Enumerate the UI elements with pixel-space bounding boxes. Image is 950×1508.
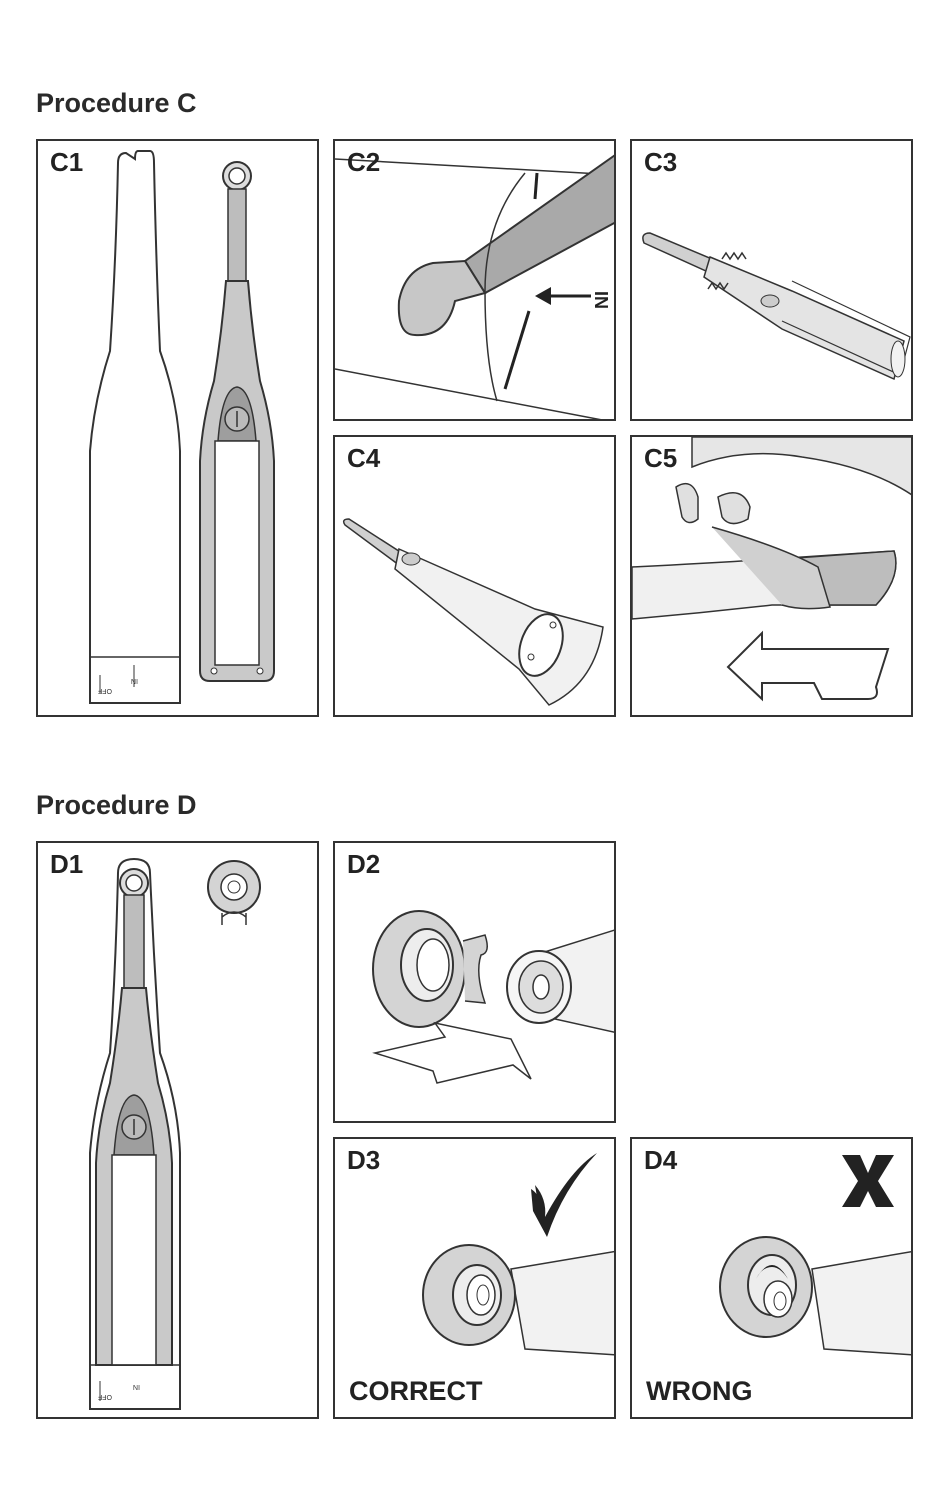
sheath-alignment-illustration: IN — [335, 141, 616, 421]
shield-attachment-illustration — [335, 843, 616, 1123]
sheathed-light-tip — [507, 929, 616, 1033]
alignment-mark-bottom — [505, 311, 529, 389]
panel-label: D1 — [50, 849, 83, 880]
procedure-c-heading: Procedure C — [36, 88, 197, 119]
light-guide — [465, 153, 616, 293]
panel-c5: C5 — [630, 435, 913, 717]
panel-label: C3 — [644, 147, 677, 178]
panel-label: C1 — [50, 147, 83, 178]
hand — [692, 437, 913, 497]
alignment-mark-top — [535, 173, 537, 199]
in-label: IN — [591, 291, 611, 309]
light-guide-core — [477, 1285, 489, 1305]
sheathed-handpiece — [511, 1251, 616, 1355]
panel-d4: D4 WRONG — [630, 1137, 913, 1419]
panel-label: C2 — [347, 147, 380, 178]
sheath-removal-illustration — [632, 437, 913, 717]
panel-d3: D3 CORRECT — [333, 1137, 616, 1419]
panel-c4: C4 — [333, 435, 616, 717]
sheathed-handpiece-with-shield-illustration: OFF IN — [38, 843, 319, 1419]
procedure-d-heading: Procedure D — [36, 790, 197, 821]
sheath-outline — [90, 151, 180, 703]
push-direction-arrow — [375, 1023, 531, 1083]
sheath-serration-top — [722, 253, 746, 259]
light-guide-tip — [344, 519, 405, 565]
vent-right — [550, 622, 556, 628]
sheath-covered-handpiece-illustration — [335, 437, 616, 717]
handpiece-body — [704, 257, 904, 379]
in-mark: IN — [133, 1383, 140, 1390]
checkmark-icon — [531, 1153, 597, 1237]
light-tip — [399, 261, 485, 335]
thumb — [676, 484, 698, 523]
panel-d2: D2 — [333, 841, 616, 1123]
sheath-insertion-illustration — [632, 141, 913, 421]
pull-direction-arrow — [728, 633, 888, 699]
vent-left — [528, 654, 534, 660]
light-guide-tip — [643, 233, 712, 271]
light-shield — [373, 911, 487, 1027]
panel-label: D4 — [644, 1145, 677, 1176]
panel-label: C5 — [644, 443, 677, 474]
power-button — [402, 553, 420, 565]
sheathed-body — [395, 549, 603, 705]
panel-c3: C3 — [630, 139, 913, 421]
insert-arrow-head — [535, 287, 551, 305]
wrong-label: WRONG — [646, 1376, 752, 1407]
correct-label: CORRECT — [349, 1376, 483, 1407]
light-shield — [208, 861, 260, 925]
panel-c1: C1 OFF IN — [36, 139, 319, 717]
panel-c2: C2 IN — [333, 139, 616, 421]
panel-label: D3 — [347, 1145, 380, 1176]
sheathed-handpiece — [812, 1251, 913, 1355]
panel-label: D2 — [347, 849, 380, 880]
curing-light-handpiece — [200, 162, 274, 681]
cross-icon — [842, 1155, 894, 1207]
sheath-bottom-edge — [335, 369, 616, 421]
panel-d1: D1 OFF IN — [36, 841, 319, 1419]
panel-label: C4 — [347, 443, 380, 474]
sheath-and-handpiece-illustration: OFF IN — [38, 141, 319, 717]
light-guide-core — [774, 1292, 786, 1310]
finger — [718, 493, 750, 524]
curing-light-handpiece — [96, 869, 172, 1365]
handpiece-end — [891, 341, 905, 377]
power-button — [761, 295, 779, 307]
